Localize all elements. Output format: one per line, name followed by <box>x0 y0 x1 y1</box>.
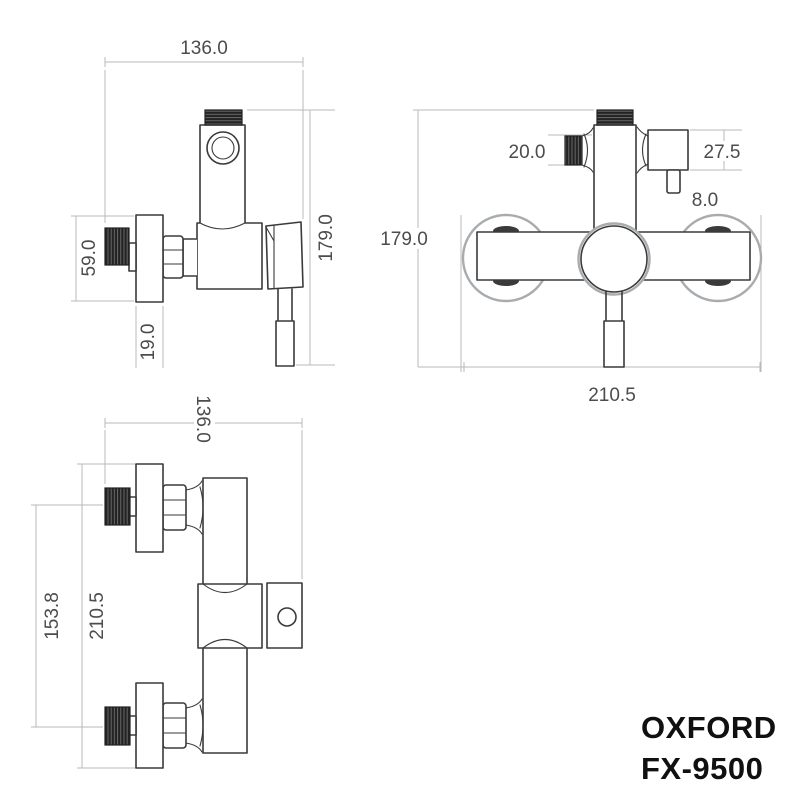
front-left-bell <box>581 127 594 173</box>
brand-text: OXFORD <box>641 710 777 745</box>
front-bracket-stub <box>666 169 681 194</box>
top-upper-threaded-inlet <box>104 487 131 526</box>
top-upper-wall-flange <box>135 463 164 553</box>
side-threaded-inlet <box>104 227 130 266</box>
front-lever-grip <box>603 320 625 368</box>
top-drawing <box>104 463 303 769</box>
side-flange-adapter <box>128 242 137 272</box>
front-top-threaded-cap <box>596 109 634 126</box>
side-dim-flange-depth: 19.0 <box>135 306 164 368</box>
top-dim-depth: 210.5 <box>77 463 136 769</box>
top-view: 136.0 153.8 210.5 <box>31 393 303 769</box>
top-lower-wall-flange <box>135 682 164 769</box>
front-dim-bracket-label-bg <box>700 141 745 161</box>
front-shower-bracket <box>647 129 689 171</box>
side-dim-flange-height-label: 59.0 <box>79 240 100 277</box>
front-right-bell <box>636 126 649 174</box>
front-cartridge-cap <box>580 225 648 293</box>
top-upper-hex-nut <box>162 484 187 531</box>
front-lever-stem <box>605 290 623 321</box>
side-view: 136.0 179.0 59.0 19.0 <box>71 38 337 368</box>
top-dim-width-label-bg <box>194 393 215 445</box>
front-dim-bracket-height-label: 27.5 <box>704 142 741 163</box>
side-valve-body <box>196 222 263 290</box>
side-lever-stem <box>277 288 293 321</box>
top-lever-pivot <box>277 607 297 627</box>
top-dim-inlet-spacing-label: 153.8 <box>42 592 63 640</box>
top-upper-bell <box>185 480 204 535</box>
product-title: OXFORD FX-9500 <box>641 710 777 786</box>
top-block-saddles <box>202 583 248 649</box>
side-handle <box>265 221 304 290</box>
top-valve-block <box>197 583 263 649</box>
front-dim-stub: 8.0 <box>692 190 718 211</box>
side-hex-nut <box>162 235 184 279</box>
front-dim-height-label-bg <box>380 228 430 249</box>
front-dim-height: 179.0 <box>380 109 594 367</box>
front-dim-inlet-length-label: 20.0 <box>509 142 546 163</box>
model-text: FX-9500 <box>641 751 763 786</box>
top-body-tube-lower <box>202 648 248 754</box>
side-lever-grip <box>275 320 295 367</box>
top-body-tube-upper <box>202 477 248 584</box>
side-dim-flange-height: 59.0 <box>71 215 134 302</box>
side-inlet-connector <box>182 238 197 277</box>
top-lower-bell <box>185 698 204 753</box>
front-threaded-stub <box>564 135 583 166</box>
side-top-threaded-cap <box>204 109 243 126</box>
front-view: 179.0 210.5 20.0 27.5 8.0 <box>380 109 763 406</box>
side-hex-nut-facets <box>162 249 184 265</box>
front-dim-stub-label: 8.0 <box>692 190 718 211</box>
front-dim-width: 210.5 <box>418 215 762 406</box>
side-dim-height: 179.0 <box>247 109 337 366</box>
side-wall-flange <box>135 214 164 303</box>
front-dim-height-label: 179.0 <box>380 229 428 250</box>
top-dim-inlet-spacing: 153.8 <box>31 504 103 728</box>
top-dim-width-label: 136.0 <box>192 395 213 443</box>
top-lower-threaded-inlet <box>104 706 131 746</box>
top-lower-hex-nut <box>162 702 187 749</box>
front-drawing <box>461 109 763 368</box>
front-dim-bracket-height: 27.5 <box>690 129 745 171</box>
top-dim-depth-label: 210.5 <box>87 592 108 640</box>
top-lower-hex-facets <box>162 717 187 734</box>
side-outlet-boss-inner <box>211 136 235 160</box>
side-handle-detail <box>265 224 275 289</box>
side-dim-width-label: 136.0 <box>180 38 228 59</box>
side-dim-flange-depth-label: 19.0 <box>138 324 159 361</box>
side-drawing <box>104 109 304 367</box>
front-riser-pipe <box>593 124 637 232</box>
side-body-saddle <box>199 222 246 230</box>
front-dim-width-label: 210.5 <box>588 385 636 406</box>
top-upper-hex-facets <box>162 499 187 516</box>
top-dim-width: 136.0 <box>104 393 303 579</box>
side-dim-height-label: 179.0 <box>316 214 337 262</box>
side-dim-width: 136.0 <box>104 38 304 223</box>
